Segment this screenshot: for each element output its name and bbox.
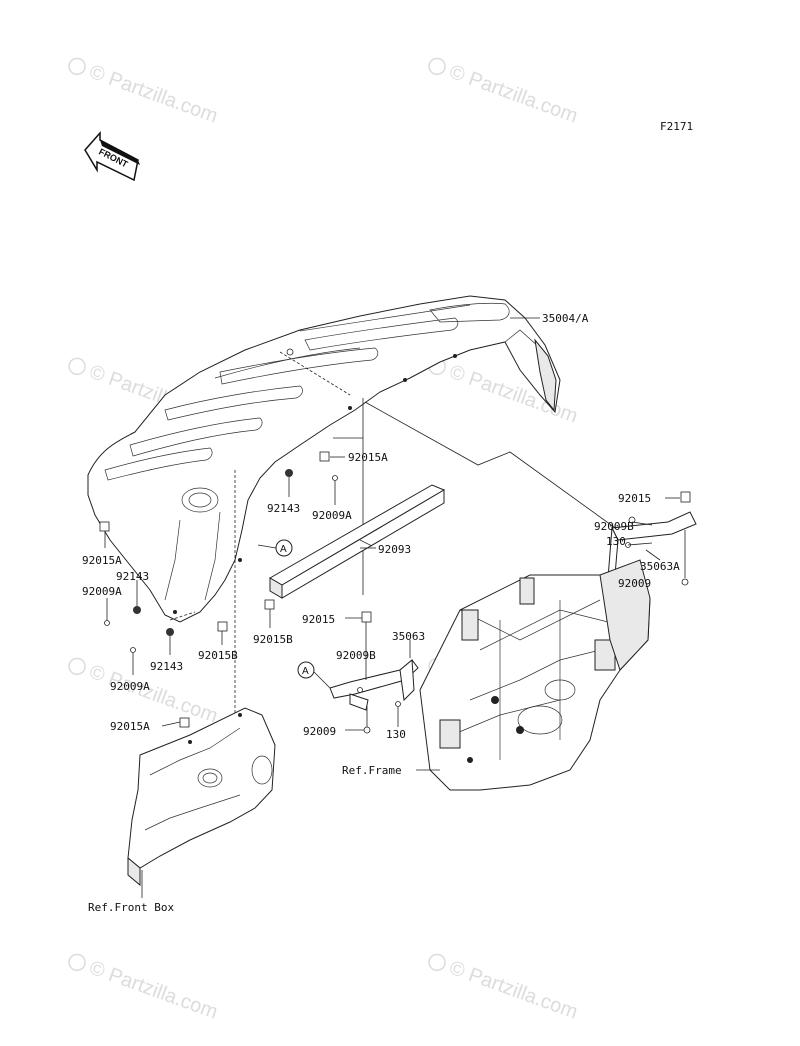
washer-92143-left [133,606,141,614]
screw-92009-right [681,578,689,586]
screw-92009a-bottom [130,647,136,653]
figure-id: F2171 [660,120,693,133]
label-92009b-right: 92009B [594,520,634,533]
bracket-35063-part [329,658,419,711]
screw-92009a-top [332,475,338,481]
callout-a-left: A [257,539,293,557]
watermark-text: © Partzilla.com [86,61,220,128]
callout-a-letter: A [280,544,287,555]
front-box-part [127,707,276,887]
fastener-92015a-lower [179,717,190,728]
label-ref-front-box: Ref.Front Box [88,901,174,914]
label-92015-right: 92015 [618,492,651,505]
fastener-92015b-right [264,599,275,610]
label-92093: 92093 [378,543,411,556]
label-92015b-bottom: 92015B [198,649,238,662]
label-92009-mid: 92009 [303,725,336,738]
bolt-130-mid [395,701,401,707]
callout-a-mid: A [297,661,331,689]
watermark-text: © Partzilla.com [446,361,580,428]
label-130-right: 130 [606,535,626,548]
label-92009-right: 92009 [618,577,651,590]
label-35063: 35063 [392,630,425,643]
frame-part [419,559,651,791]
front-arrow-icon: FRONT [84,131,140,182]
label-92015a-left: 92015A [82,554,122,567]
label-92015a-top: 92015A [348,451,388,464]
label-92143-top: 92143 [267,502,300,515]
label-35004a: 35004/A [542,312,589,325]
callout-a-letter: A [302,666,309,677]
washer-92143-bottom [166,628,174,636]
label-92009a-left: 92009A [82,585,122,598]
fastener-92015a-left [99,521,110,532]
rear-fender-part [87,295,561,623]
watermark-text: © Partzilla.com [446,957,580,1024]
rubber-strip-part [269,484,446,599]
fastener-92015b-bottom [217,621,228,632]
label-92143-left: 92143 [116,570,149,583]
label-ref-frame: Ref.Frame [342,764,402,777]
washer-92143-top [285,469,293,477]
label-35063a: 35063A [640,560,680,573]
fastener-92015-mid [361,611,372,623]
label-92009a-bottom: 92009A [110,680,150,693]
label-92015b-right: 92015B [253,633,293,646]
fastener-92015a-top [319,451,330,462]
label-92143-bottom: 92143 [150,660,183,673]
bracket-35063a-part [607,511,697,579]
fastener-92015-right [680,491,691,503]
label-92009a-top: 92009A [312,509,352,522]
label-130-mid: 130 [386,728,406,741]
watermark-text: © Partzilla.com [446,61,580,128]
label-92015-mid: 92015 [302,613,335,626]
watermark-text: © Partzilla.com [86,957,220,1024]
screw-92009-mid [363,726,371,734]
label-92009b-mid: 92009B [336,649,376,662]
screw-92009a-left [104,620,110,626]
label-92015a-lower: 92015A [110,720,150,733]
